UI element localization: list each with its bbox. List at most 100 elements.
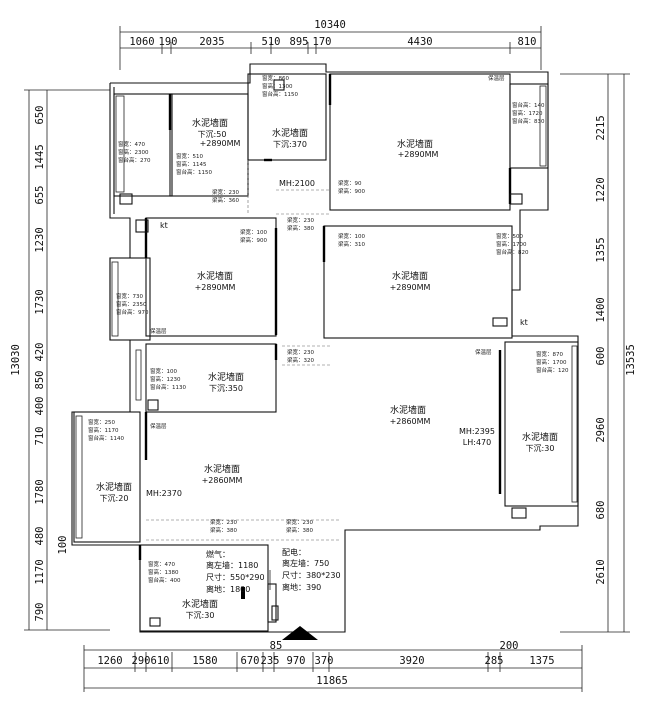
left-dim: 100 <box>57 536 69 555</box>
room-sub: 下沉:370 <box>273 140 307 149</box>
lh-tag: LH:470 <box>463 438 491 447</box>
walls <box>71 63 579 640</box>
room-name: 水泥墙面 <box>192 117 228 129</box>
note-text: 窗台高：270 <box>118 156 151 164</box>
gas-meter <box>241 587 245 599</box>
note-text: 窗台高：830 <box>512 117 545 125</box>
room-sub: 下沉:30 <box>526 444 555 453</box>
note-text: 梁宽：230 <box>210 518 237 526</box>
room-sub: +2860MM <box>202 476 243 485</box>
room-sub: +2890MM <box>200 139 241 148</box>
mh-tag: MH:2395 <box>459 427 495 436</box>
room-name: 水泥墙面 <box>182 598 218 610</box>
left-dim: 650 <box>34 106 46 125</box>
room-sub: 下沉:350 <box>209 384 243 393</box>
bw-tag: 保温层 <box>150 422 167 430</box>
top-dim: 4430 <box>407 36 432 48</box>
note-text: 梁宽：100 <box>240 228 267 236</box>
note-text: 窗高：2350 <box>116 300 147 308</box>
bottom-dim: 290 <box>132 655 151 667</box>
note-text: 窗台高：120 <box>536 366 569 374</box>
bw-tag: 保温层 <box>488 74 505 82</box>
mh-tag: MH:2100 <box>279 179 315 188</box>
left-dim: 790 <box>34 603 46 622</box>
left-dim: 1780 <box>34 479 46 504</box>
bottom-dim: 285 <box>485 655 504 667</box>
top-dim: 895 <box>290 36 309 48</box>
note-text: 窗台高：400 <box>148 576 181 584</box>
left-dim: 420 <box>34 343 46 362</box>
room-name: 水泥墙面 <box>397 138 433 150</box>
right-dim: 1220 <box>595 177 607 202</box>
note-text: 窗台高：1150 <box>262 90 298 98</box>
note-text: 梁宽：90 <box>338 179 362 187</box>
note-text: 梁高：360 <box>212 196 239 204</box>
note-text: 窗高：1700 <box>536 358 567 366</box>
note-text: 窗高：1720 <box>512 109 543 117</box>
note-text: 窗宽：500 <box>496 232 523 240</box>
left-dim: 850 <box>34 371 46 390</box>
note-text: 窗宽：510 <box>176 152 203 160</box>
room-sub: +2860MM <box>390 417 431 426</box>
note-text: 窗台高：1140 <box>88 434 124 442</box>
bottom-dim: 970 <box>287 655 306 667</box>
ele-title: 配电： <box>282 547 306 557</box>
bottom-dim: 1580 <box>192 655 217 667</box>
right-dim: 680 <box>595 501 607 520</box>
note-text: 窗高：1300 <box>262 82 293 90</box>
ele-line: 离左墙：750 <box>282 558 329 568</box>
bw-tag: 保温层 <box>150 327 167 335</box>
gas-line: 离左墙：1180 <box>206 560 258 570</box>
note-text: 梁宽：100 <box>338 232 365 240</box>
note-text: 窗宽：470 <box>118 140 145 148</box>
room-name: 水泥墙面 <box>96 481 132 493</box>
left-dim: 480 <box>34 527 46 546</box>
bottom-extra: 85 <box>270 640 283 652</box>
right-dimension: 2215 1220 1355 1400 600 2960 680 2610 13… <box>560 73 637 633</box>
bottom-dimension: 1260 290 610 1580 670 235 970 370 3920 2… <box>83 640 583 692</box>
right-total: 13535 <box>625 344 637 376</box>
bottom-dim: 670 <box>241 655 260 667</box>
left-dim: 710 <box>34 427 46 446</box>
right-dim: 1400 <box>595 297 607 322</box>
note-text: 梁高：310 <box>338 240 365 248</box>
left-dim: 1170 <box>34 559 46 584</box>
note-text: 窗台高：1150 <box>176 168 212 176</box>
room-sub: 下沉:50 <box>198 130 227 139</box>
room-sub: +2890MM <box>390 283 431 292</box>
left-dim: 1445 <box>34 144 46 169</box>
gas-title: 燃气： <box>206 549 230 559</box>
bottom-dim: 235 <box>261 655 280 667</box>
tags: MH:2100 MH:2395 LH:470 MH:2370 kt kt 保温层… <box>146 74 528 594</box>
note-text: 窗宽：100 <box>150 367 177 375</box>
top-dimension: 10340 1060 190 2035 510 895 170 4430 810 <box>119 19 542 70</box>
room-name: 水泥墙面 <box>208 371 244 383</box>
right-dim: 2610 <box>595 559 607 584</box>
note-text: 窗高：1145 <box>176 160 207 168</box>
room-sub: 下沉:30 <box>186 611 215 620</box>
top-total: 10340 <box>314 19 346 31</box>
note-text: 窗宽：730 <box>116 292 143 300</box>
left-dim: 655 <box>34 186 46 205</box>
room-name: 水泥墙面 <box>390 404 426 416</box>
note-text: 窗高：1380 <box>148 568 179 576</box>
note-text: 梁宽：230 <box>287 348 314 356</box>
note-text: 窗台高：970 <box>116 308 149 316</box>
note-text: 窗台高：820 <box>496 248 529 256</box>
left-total: 13030 <box>10 344 22 376</box>
bottom-total: 11865 <box>316 675 348 687</box>
note-text: 窗宽：870 <box>536 350 563 358</box>
note-text: 梁高：320 <box>287 356 314 364</box>
bottom-dim: 1375 <box>529 655 554 667</box>
kt-tag: kt <box>160 221 168 230</box>
note-text: 窗宽：860 <box>262 74 289 82</box>
right-dim: 2215 <box>595 115 607 140</box>
room-sub: 下沉:20 <box>100 494 129 503</box>
note-text: 窗宽：250 <box>88 418 115 426</box>
note-text: 梁宽：230 <box>212 188 239 196</box>
top-dim: 2035 <box>199 36 224 48</box>
kt-tag: kt <box>520 318 528 327</box>
top-dim: 170 <box>313 36 332 48</box>
room-name: 水泥墙面 <box>197 270 233 282</box>
